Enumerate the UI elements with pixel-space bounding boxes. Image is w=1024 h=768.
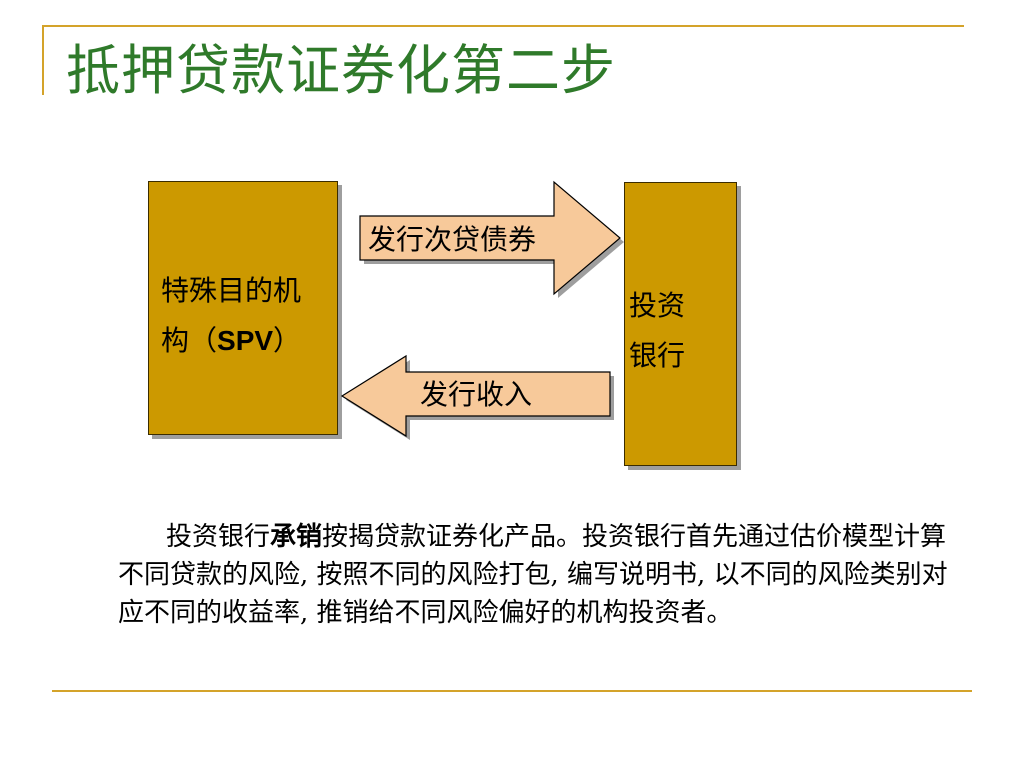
- spv-label-suffix: ）: [273, 324, 302, 357]
- spv-label-line1: 特殊目的机: [161, 274, 302, 307]
- investment-bank-label: 投资 银行: [629, 281, 729, 381]
- bottom-rule: [52, 690, 972, 692]
- bank-label-line2: 银行: [629, 339, 686, 372]
- arrow-to-bank-label: 发行次贷债券: [368, 223, 537, 256]
- arrow-to-spv-label: 发行收入: [420, 378, 533, 411]
- spv-label-abbrev: SPV: [217, 325, 274, 356]
- top-rule: [42, 25, 964, 27]
- paragraph-part2: 按揭贷款证券化产品。投资银行首先通过估价模型计算不同贷款的风险, 按照不同的风险…: [118, 522, 948, 628]
- spv-label-prefix: 构（: [161, 324, 218, 357]
- spv-label: 特殊目的机 构（SPV）: [161, 266, 336, 366]
- paragraph-part1: 投资银行: [166, 522, 271, 552]
- spv-box: 特殊目的机 构（SPV）: [148, 181, 338, 435]
- left-rule: [42, 25, 44, 95]
- slide-title: 抵押贷款证券化第二步: [66, 39, 616, 102]
- investment-bank-box: 投资 银行: [624, 182, 737, 466]
- bank-label-line1: 投资: [629, 289, 686, 322]
- description-paragraph: 投资银行承销按揭贷款证券化产品。投资银行首先通过估价模型计算不同贷款的风险, 按…: [118, 518, 958, 632]
- paragraph-bold: 承销: [270, 522, 323, 552]
- spv-label-line2: 构（SPV）: [161, 316, 336, 366]
